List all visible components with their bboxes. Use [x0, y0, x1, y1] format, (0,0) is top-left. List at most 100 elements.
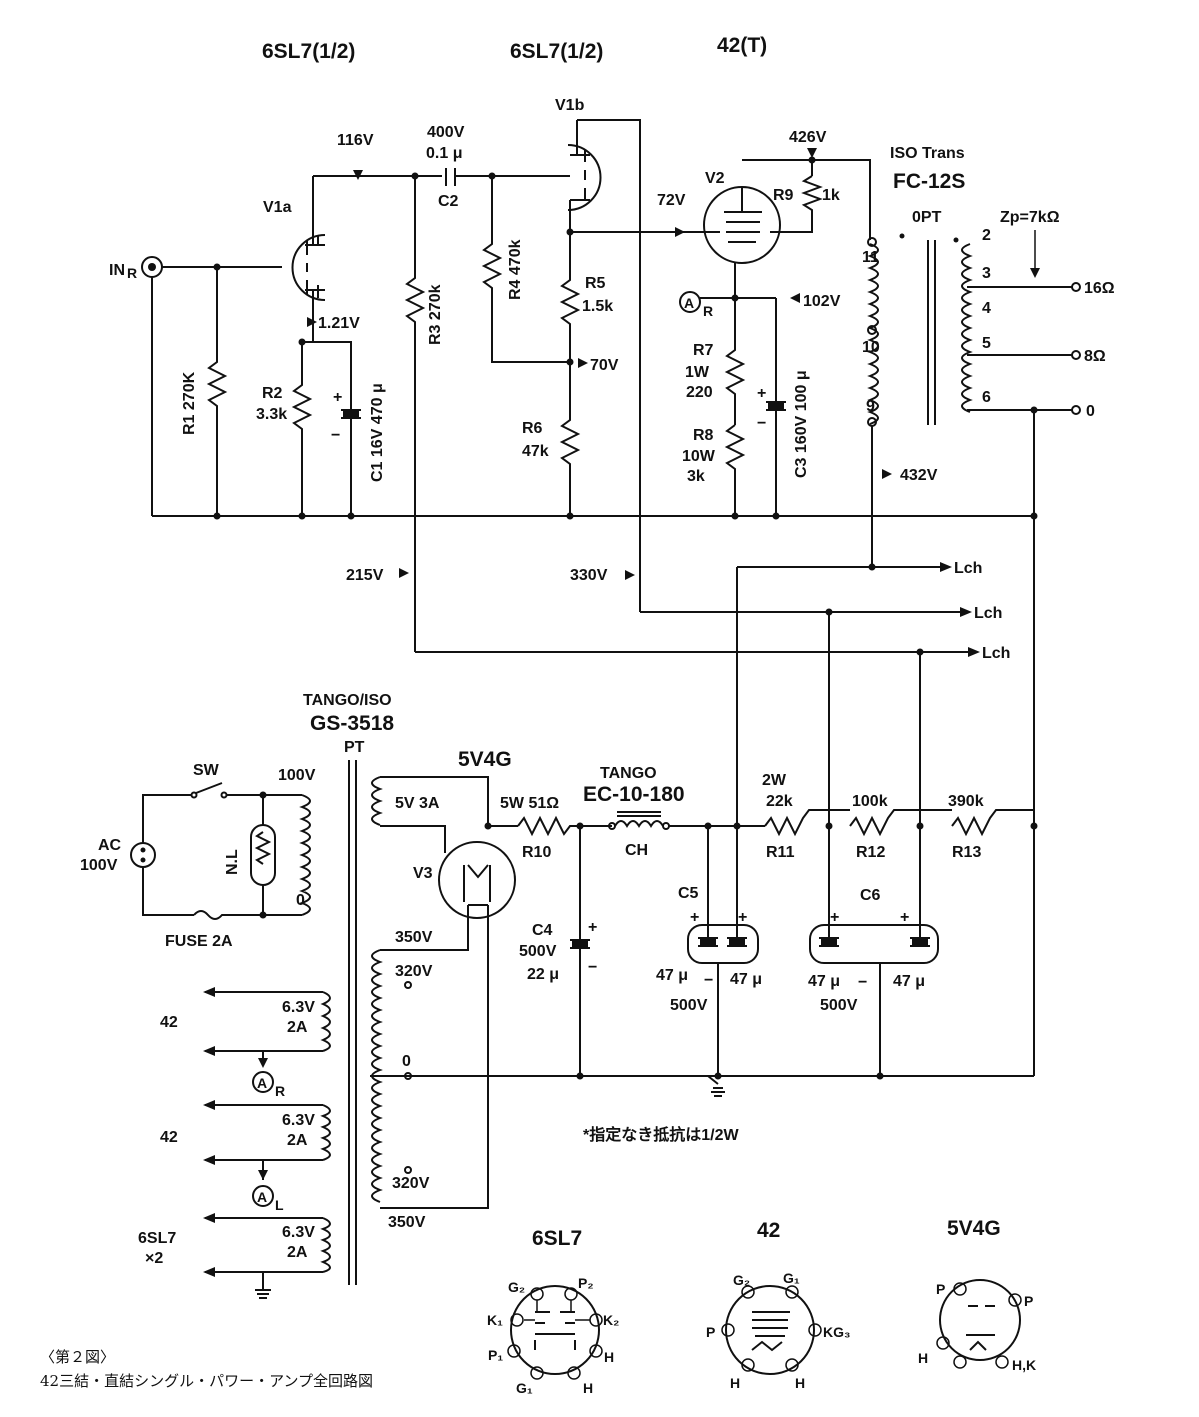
- pt-model: GS-3518: [310, 712, 394, 735]
- v1a-plate-voltage: 116V: [337, 132, 374, 149]
- r4-label: R4 470k: [507, 239, 524, 300]
- c1-label: C1 16V 470 μ: [369, 383, 386, 482]
- r6-label: R6: [522, 420, 543, 437]
- opt-b-voltage: 432V: [900, 467, 938, 484]
- pinout-5v4g-title: 5V4G: [947, 1217, 1001, 1240]
- c1-plus: +: [333, 389, 342, 406]
- v2-plate-voltage: 426V: [789, 129, 827, 146]
- r13-resistor: [951, 809, 1034, 837]
- c3-capacitor: [766, 298, 786, 516]
- c6-value-2: 47 μ: [893, 973, 925, 990]
- opt-pin-11: 11: [862, 249, 879, 266]
- c5-value-1: 47 μ: [656, 967, 688, 984]
- opt-pin-9: 9: [866, 398, 875, 415]
- power-switch: [190, 782, 302, 799]
- lch-label-2: Lch: [974, 605, 1002, 622]
- filament-wire: [408, 776, 489, 826]
- pt-primary-0: 0: [296, 892, 305, 909]
- opt-pin-10: 10: [862, 339, 880, 356]
- hv-320-top: 320V: [395, 963, 433, 980]
- r12-resistor: [849, 809, 952, 837]
- opt-model: FC-12S: [893, 170, 965, 193]
- pin-42-g1: G₁: [783, 1270, 800, 1286]
- v3-type: 5V4G: [458, 748, 512, 771]
- neon-lamp: [250, 795, 276, 915]
- c3-plus: +: [757, 385, 766, 402]
- meter-ar-heater: [252, 1071, 274, 1093]
- r8-label: R8: [693, 427, 714, 444]
- r10-label: R10: [522, 844, 551, 861]
- output-transformer: [867, 233, 1072, 567]
- input-label: IN: [109, 262, 125, 279]
- fuse-label: FUSE 2A: [165, 933, 233, 950]
- b330-voltage: 330V: [570, 567, 608, 584]
- pin-5v4g-p1: P: [936, 1281, 945, 1297]
- opt-pin-4: 4: [982, 300, 991, 317]
- input-sub: R: [127, 265, 137, 281]
- pinout-5v4g: [936, 1279, 1022, 1369]
- ac-label: AC: [98, 837, 122, 854]
- r13-label: R13: [952, 844, 981, 861]
- figure-caption: 42三結・直結シングル・パワー・アンプ全回路図: [40, 1372, 373, 1390]
- c3-minus: −: [757, 415, 766, 432]
- choke-label: CH: [625, 842, 648, 859]
- lch-label-3: Lch: [982, 645, 1010, 662]
- opt-pin-5: 5: [982, 335, 991, 352]
- v2-cathode-voltage: 102V: [803, 293, 841, 310]
- c2-value: 0.1 μ: [426, 145, 462, 162]
- r5-resistor: [559, 232, 581, 420]
- r11-value: 22k: [766, 793, 793, 810]
- pt-5v-label: 5V 3A: [395, 795, 440, 812]
- c4-label: C4: [532, 922, 553, 939]
- resistor-note: *指定なき抵抗は1/2W: [583, 1125, 739, 1144]
- heater-windings: [205, 991, 331, 1299]
- r11-spec: 2W: [762, 772, 787, 789]
- input-jack: [141, 256, 282, 516]
- v3-label: V3: [413, 865, 433, 882]
- c2-spec: 400V: [427, 124, 465, 141]
- v1b-type-label: 6SL7(1/2): [510, 40, 603, 63]
- pin-42-p: P: [706, 1324, 715, 1340]
- r3-label: R3 270k: [427, 284, 444, 345]
- r6-resistor: [559, 410, 581, 516]
- r10-resistor: [517, 815, 612, 837]
- r6-value: 47k: [522, 443, 549, 460]
- r2-value: 3.3k: [256, 406, 287, 423]
- r1-resistor: [206, 267, 228, 516]
- opt-pin-3: 3: [982, 265, 991, 282]
- choke-maker: TANGO: [600, 765, 657, 782]
- pinout-42-title: 42: [757, 1219, 780, 1242]
- c6-capacitor: [809, 922, 939, 1076]
- c5-capacitor: [687, 826, 759, 1097]
- neon-label: N.L: [224, 849, 241, 875]
- hv-350-bottom: 350V: [388, 1214, 426, 1231]
- pin-6sl7-k2: K₂: [603, 1312, 619, 1328]
- lch-wires: [415, 566, 968, 922]
- pin-6sl7-g1: G₁: [516, 1380, 533, 1396]
- c4-minus: −: [588, 959, 597, 976]
- r4-resistor: [481, 176, 570, 363]
- heater1-current: 2A: [287, 1019, 308, 1036]
- ac-input: [130, 794, 194, 916]
- pt-primary-coil: [299, 794, 311, 916]
- hv-320-bottom: 320V: [392, 1175, 430, 1192]
- pinout-42: [721, 1285, 822, 1375]
- c6-minus: −: [858, 974, 867, 991]
- r2-resistor: [291, 342, 313, 516]
- r10-spec: 5W 51Ω: [500, 795, 559, 812]
- c5-value-2: 47 μ: [730, 971, 762, 988]
- pin-6sl7-h2: H: [583, 1380, 593, 1396]
- pt-maker: TANGO/ISO: [303, 692, 392, 709]
- r5-label: R5: [585, 275, 606, 292]
- hv-0: 0: [402, 1053, 411, 1070]
- r9-label: R9: [773, 187, 794, 204]
- pin-6sl7-k1: K₁: [487, 1312, 503, 1328]
- ac-voltage: 100V: [80, 857, 118, 874]
- pinout-6sl7-title: 6SL7: [532, 1227, 582, 1250]
- v1a-type-label: 6SL7(1/2): [262, 40, 355, 63]
- heater1-load: 42: [160, 1014, 178, 1031]
- pt-primary-100v: 100V: [278, 767, 316, 784]
- choke: [608, 811, 765, 830]
- heater3-voltage: 6.3V: [282, 1224, 315, 1241]
